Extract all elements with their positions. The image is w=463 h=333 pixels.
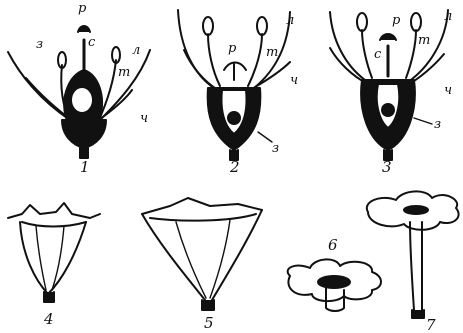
flower-2-label-l: л xyxy=(286,14,294,27)
flower-2-label-t: т xyxy=(266,46,278,59)
flower-3-label-ch: ч xyxy=(444,84,452,97)
flower-2-drawing xyxy=(178,10,290,160)
flower-1-drawing xyxy=(8,26,150,158)
flower-3-label-r: р xyxy=(392,14,400,27)
flower-2-number: 2 xyxy=(230,160,240,175)
flower-7-drawing xyxy=(367,191,459,318)
flower-7-number: 7 xyxy=(426,318,436,333)
flower-3-label-l: л xyxy=(444,10,452,23)
flower-3-drawing xyxy=(330,10,448,160)
flower-2-label-ch: ч xyxy=(290,74,298,87)
flower-1-label-z: з xyxy=(36,38,43,51)
flower-3-label-z: з xyxy=(434,118,441,131)
flower-4-number: 4 xyxy=(44,312,54,327)
flower-6-drawing xyxy=(288,259,381,311)
flower-3-label-s: с xyxy=(374,48,381,61)
flower-4-drawing xyxy=(8,203,100,302)
flower-2-label-z: з xyxy=(272,142,279,155)
flower-5-drawing xyxy=(142,198,262,310)
flower-1-label-r: р xyxy=(78,2,86,15)
flower-1-label-s: с xyxy=(88,36,95,49)
flower-3-label-t: т xyxy=(418,34,430,47)
flower-1-number: 1 xyxy=(80,160,90,175)
flower-5-number: 5 xyxy=(204,316,214,331)
flower-6-number: 6 xyxy=(328,238,338,253)
flower-1-label-l: л xyxy=(132,44,140,57)
flower-2-label-r: р xyxy=(228,42,236,55)
flower-1-label-ch: ч xyxy=(140,112,148,125)
flower-1-label-t: т xyxy=(118,66,130,79)
flower-3-number: 3 xyxy=(382,160,392,175)
